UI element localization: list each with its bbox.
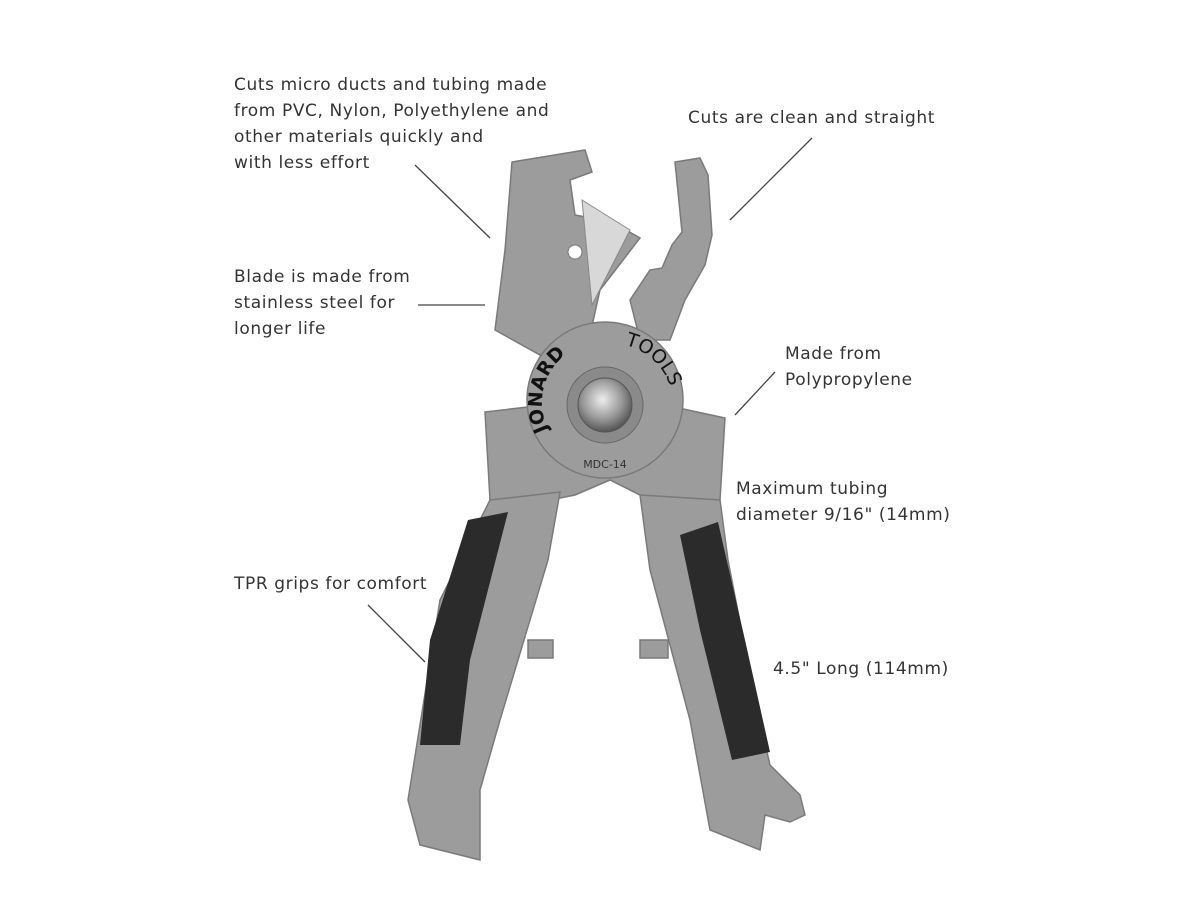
blade-hole [567, 244, 583, 260]
annotation-material: Made from Polypropylene [785, 341, 913, 393]
annotation-line: stainless steel for [234, 293, 396, 313]
annotation-line: longer life [234, 319, 327, 339]
annotation-blade: Blade is made from stainless steel for l… [234, 264, 410, 342]
annotation-line: other materials quickly and [234, 127, 484, 147]
annotation-clean: Cuts are clean and straight [688, 105, 935, 131]
blade [581, 199, 631, 307]
annotation-cuts: Cuts micro ducts and tubing made from PV… [234, 72, 549, 176]
annotation-length: 4.5" Long (114mm) [773, 656, 949, 682]
annotation-line: Maximum tubing [736, 479, 889, 499]
right-grip [680, 522, 770, 760]
annotation-line: Polypropylene [785, 370, 913, 390]
leader-lines [367, 137, 813, 663]
annotation-line: with less effort [234, 153, 370, 173]
pivot-bolt [577, 377, 633, 433]
annotation-line: Made from [785, 344, 882, 364]
annotation-line: from PVC, Nylon, Polyethylene and [234, 101, 550, 121]
left-grip [420, 512, 508, 745]
annotation-diameter: Maximum tubing diameter 9/16" (14mm) [736, 476, 950, 528]
model-label: MDC-14 [583, 458, 627, 471]
annotation-line: Cuts are clean and straight [688, 108, 936, 128]
annotation-line: 4.5" Long (114mm) [773, 659, 949, 679]
annotation-line: diameter 9/16" (14mm) [736, 505, 951, 525]
annotation-line: TPR grips for comfort [234, 574, 428, 594]
annotation-grips: TPR grips for comfort [234, 571, 427, 597]
annotation-line: Blade is made from [234, 267, 411, 287]
annotation-line: Cuts micro ducts and tubing made [234, 75, 548, 95]
